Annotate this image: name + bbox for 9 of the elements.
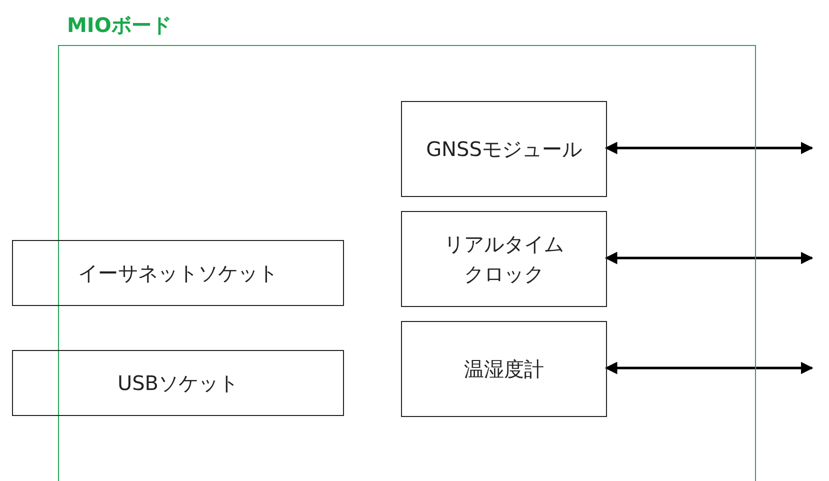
module-box: GNSSモジュール [401, 101, 607, 197]
board-title: MIOボード [67, 12, 172, 39]
double-arrow [604, 362, 814, 374]
module-box: USBソケット [12, 350, 344, 416]
double-arrow [604, 142, 814, 154]
double-arrow [604, 252, 814, 264]
module-box: 温湿度計 [401, 321, 607, 417]
module-box: イーサネットソケット [12, 240, 344, 306]
module-box: リアルタイムクロック [401, 211, 607, 307]
